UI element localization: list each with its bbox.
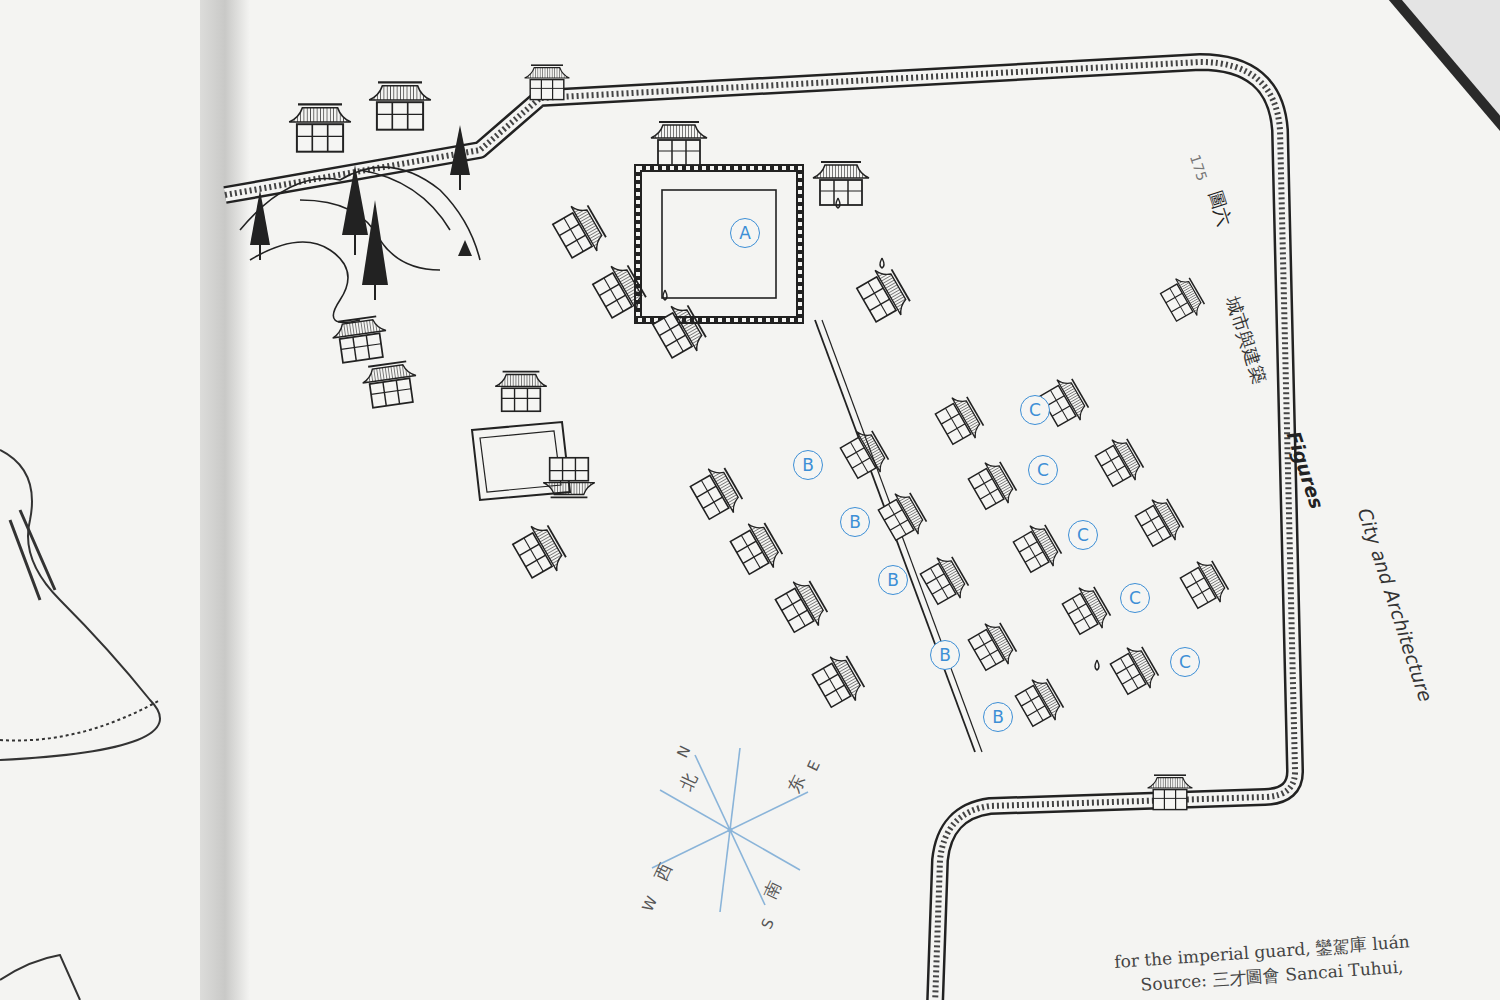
district-marker: C [1170,647,1200,677]
district-letter: C [1029,402,1041,419]
district-letter: C [1037,462,1049,479]
district-marker: B [840,507,870,537]
district-letter: C [1179,654,1191,671]
district-marker: C [1120,583,1150,613]
district-letter: B [992,709,1004,726]
district-letter: C [1077,527,1089,544]
district-marker: C [1020,395,1050,425]
district-letter: A [739,225,751,242]
district-marker: B [930,640,960,670]
district-marker: C [1028,455,1058,485]
district-marker: B [878,565,908,595]
district-marker: B [983,702,1013,732]
district-letter: B [802,457,814,474]
district-marker: C [1068,520,1098,550]
district-letter: B [887,572,899,589]
district-letter: B [849,514,861,531]
district-letter: C [1129,590,1141,607]
district-marker: B [793,450,823,480]
district-letter: B [939,647,951,664]
district-marker: A [730,218,760,248]
